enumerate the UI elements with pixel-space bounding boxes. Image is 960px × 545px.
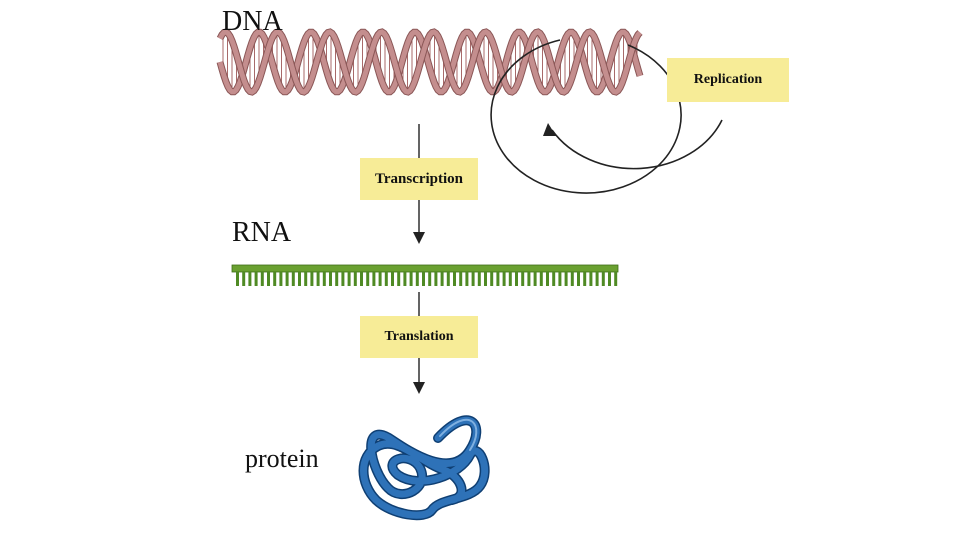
- rna-base: [515, 272, 518, 286]
- protein-coil: [358, 415, 490, 521]
- rna-base: [335, 272, 339, 286]
- rna-base: [353, 272, 357, 286]
- translation-label-box: Translation: [360, 316, 478, 358]
- rna-base: [384, 272, 388, 286]
- rna-base: [527, 272, 531, 286]
- rna-base: [310, 272, 314, 286]
- rna-base: [446, 272, 450, 286]
- rna-base: [434, 272, 438, 286]
- rna-base: [378, 272, 382, 286]
- rna-base: [291, 272, 295, 286]
- rna-base: [440, 272, 444, 286]
- dna-strand-b: [217, 29, 642, 95]
- rna-base: [502, 272, 506, 286]
- rna-base: [477, 272, 481, 286]
- rna-base: [322, 272, 326, 286]
- rna-base: [279, 272, 283, 286]
- transcription-label-box: Transcription: [360, 158, 478, 200]
- rna-base: [236, 272, 239, 286]
- protein-label: protein: [245, 444, 319, 473]
- rna-base: [422, 272, 425, 286]
- rna-base: [316, 272, 320, 286]
- rna-base: [533, 272, 537, 286]
- rna-base: [285, 272, 289, 286]
- rna-base: [415, 272, 419, 286]
- rna-base: [490, 272, 494, 286]
- rna-base: [366, 272, 370, 286]
- rna-base: [298, 272, 301, 286]
- replication-label-box: Replication: [667, 58, 789, 102]
- rna-base: [601, 272, 605, 286]
- rna-base: [521, 272, 525, 286]
- rna-base: [614, 272, 618, 286]
- rna-base: [564, 272, 568, 286]
- rna-base: [589, 272, 593, 286]
- replication-cycle-arc-lower: [551, 119, 723, 170]
- rna-base: [583, 272, 587, 286]
- rna-base: [428, 272, 432, 286]
- rna-label: RNA: [232, 217, 292, 248]
- rna-base: [329, 272, 332, 286]
- rna-base: [372, 272, 376, 286]
- rna-base: [546, 272, 549, 286]
- rna-base: [254, 272, 258, 286]
- rna-base: [273, 272, 277, 286]
- rna-base: [409, 272, 413, 286]
- rna-base: [496, 272, 500, 286]
- dna-double-helix: [216, 28, 644, 96]
- rna-base: [465, 272, 469, 286]
- rna-base: [577, 272, 580, 286]
- rna-base: [391, 272, 394, 286]
- rna-base: [539, 272, 543, 286]
- rna-base: [403, 272, 407, 286]
- rna-to-protein-arrowhead: [413, 382, 425, 394]
- rna-strand: [231, 264, 619, 286]
- rna-base: [304, 272, 308, 286]
- rna-base: [508, 272, 512, 286]
- rna-base: [608, 272, 611, 286]
- rna-base: [558, 272, 562, 286]
- dna-strand-a: [217, 29, 643, 95]
- rna-base: [397, 272, 401, 286]
- rna-base: [471, 272, 475, 286]
- dna-to-rna-arrowhead: [413, 232, 425, 244]
- rna-base: [248, 272, 252, 286]
- rna-base: [552, 272, 556, 286]
- rna-base: [260, 272, 264, 286]
- rna-backbone: [231, 264, 619, 273]
- rna-base: [242, 272, 246, 286]
- rna-base: [459, 272, 463, 286]
- rna-base: [341, 272, 345, 286]
- rna-base: [267, 272, 270, 286]
- rna-base: [595, 272, 599, 286]
- rna-base: [360, 272, 363, 286]
- replication-arrowhead: [543, 123, 556, 136]
- rna-base: [570, 272, 574, 286]
- rna-base: [453, 272, 456, 286]
- dna-label: DNA: [222, 6, 283, 37]
- rna-base: [484, 272, 487, 286]
- rna-base: [347, 272, 351, 286]
